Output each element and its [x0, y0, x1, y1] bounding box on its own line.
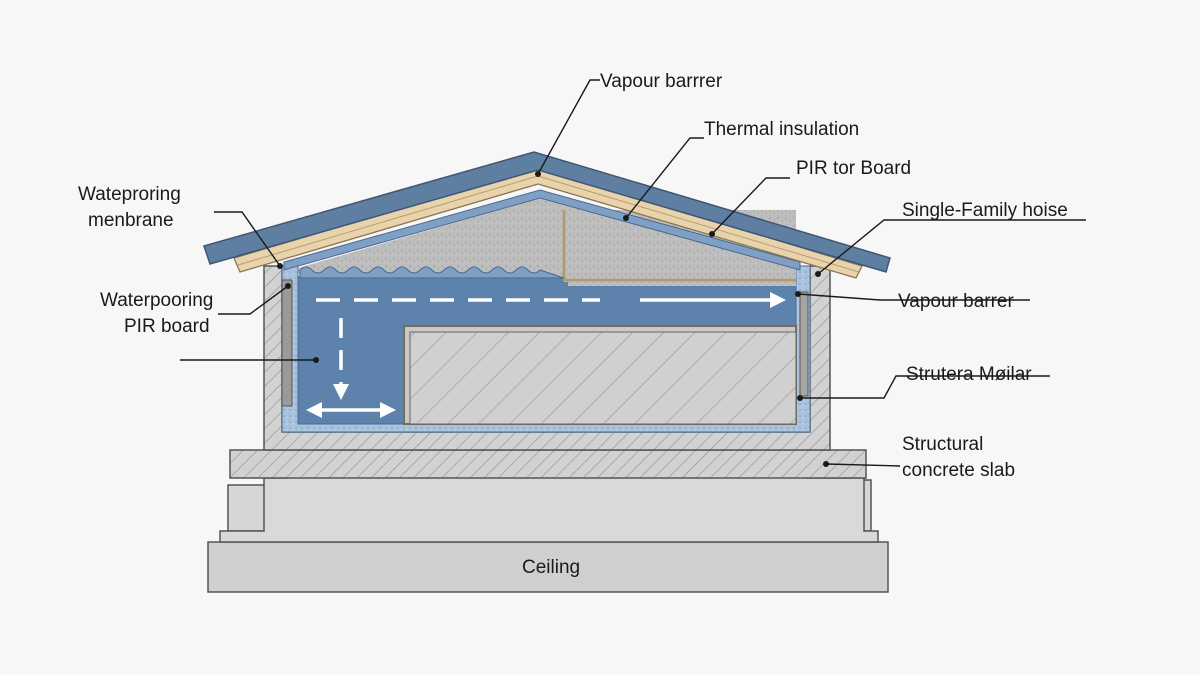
- label-vapour-barrier-right: Vapour barrer: [898, 291, 1014, 312]
- roof: [203, 151, 891, 279]
- right-pir-strip: [799, 291, 809, 397]
- label-ceiling: Ceiling: [522, 557, 580, 578]
- label-pir-board-top: PIR tor Board: [796, 158, 911, 179]
- label-vapour-barrier-top: Vapour barrrer: [600, 71, 723, 92]
- arrow-head-right-2: [380, 402, 396, 418]
- label-waterproofing-membrane-2: menbrane: [88, 210, 174, 231]
- label-waterproofing-pir-2: PIR board: [124, 316, 210, 337]
- wavy-membrane: [299, 266, 565, 279]
- left-pir-strip: [281, 279, 293, 407]
- label-waterproofing-pir-1: Waterpooring: [100, 290, 213, 311]
- roof-covering: [203, 151, 891, 273]
- roof-vapour-barrier: [283, 189, 801, 271]
- label-structural-slab-1: Structural: [902, 434, 983, 455]
- label-structural-slab-2: concrete slab: [902, 460, 1015, 481]
- airflow-arrows: [306, 292, 786, 418]
- arrow-head-down: [333, 384, 349, 400]
- ceiling-slab: [207, 541, 889, 593]
- structural-concrete-slab: [229, 449, 867, 479]
- arrow-head-right: [770, 292, 786, 308]
- arrow-head-left: [306, 402, 322, 418]
- label-waterproofing-membrane-1: Wateproring: [78, 184, 181, 205]
- label-thermal-insulation: Thermal insulation: [704, 119, 859, 140]
- leader-lines: [180, 79, 1086, 467]
- foundation: [207, 461, 889, 593]
- label-structural-mortar: Strutera Møilar: [906, 364, 1032, 385]
- label-single-family-house: Single-Family hoise: [902, 200, 1068, 221]
